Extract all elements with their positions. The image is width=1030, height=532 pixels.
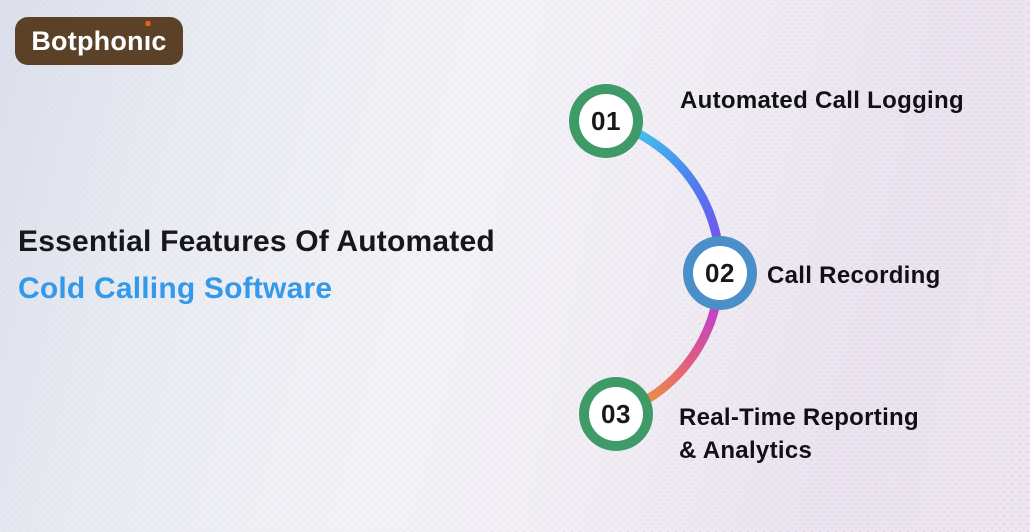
step-badge-3: 03 xyxy=(579,377,653,451)
step-badge-2: 02 xyxy=(683,236,757,310)
step-number-3: 03 xyxy=(601,398,631,429)
step-badge-2-inner: 02 xyxy=(693,246,747,300)
feature-label-line2: & Analytics xyxy=(679,437,813,464)
feature-label-call-recording: Call Recording xyxy=(767,262,941,289)
brand-name: Botphonıc xyxy=(31,25,167,56)
step-badge-3-inner: 03 xyxy=(589,387,643,441)
headline-line2: Cold Calling Software xyxy=(18,272,333,305)
feature-label-line1: Real-Time Reporting xyxy=(679,404,919,431)
headline: Essential Features Of Automated Cold Cal… xyxy=(18,224,495,307)
brand-logo: Botphonıc xyxy=(15,17,183,65)
step-number-1: 01 xyxy=(591,105,621,136)
headline-line1: Essential Features Of Automated xyxy=(18,225,495,258)
brand-name-post: c xyxy=(151,25,167,56)
feature-label-automated-call-logging: Automated Call Logging xyxy=(680,87,964,114)
step-badge-1: 01 xyxy=(569,84,643,158)
step-number-2: 02 xyxy=(705,257,735,288)
feature-label-realtime-reporting-analytics: Real-Time Reporting & Analytics xyxy=(679,401,919,467)
brand-name-i: ı xyxy=(143,25,152,56)
brand-name-pre: Botphon xyxy=(31,25,144,56)
step-badge-1-inner: 01 xyxy=(579,94,633,148)
